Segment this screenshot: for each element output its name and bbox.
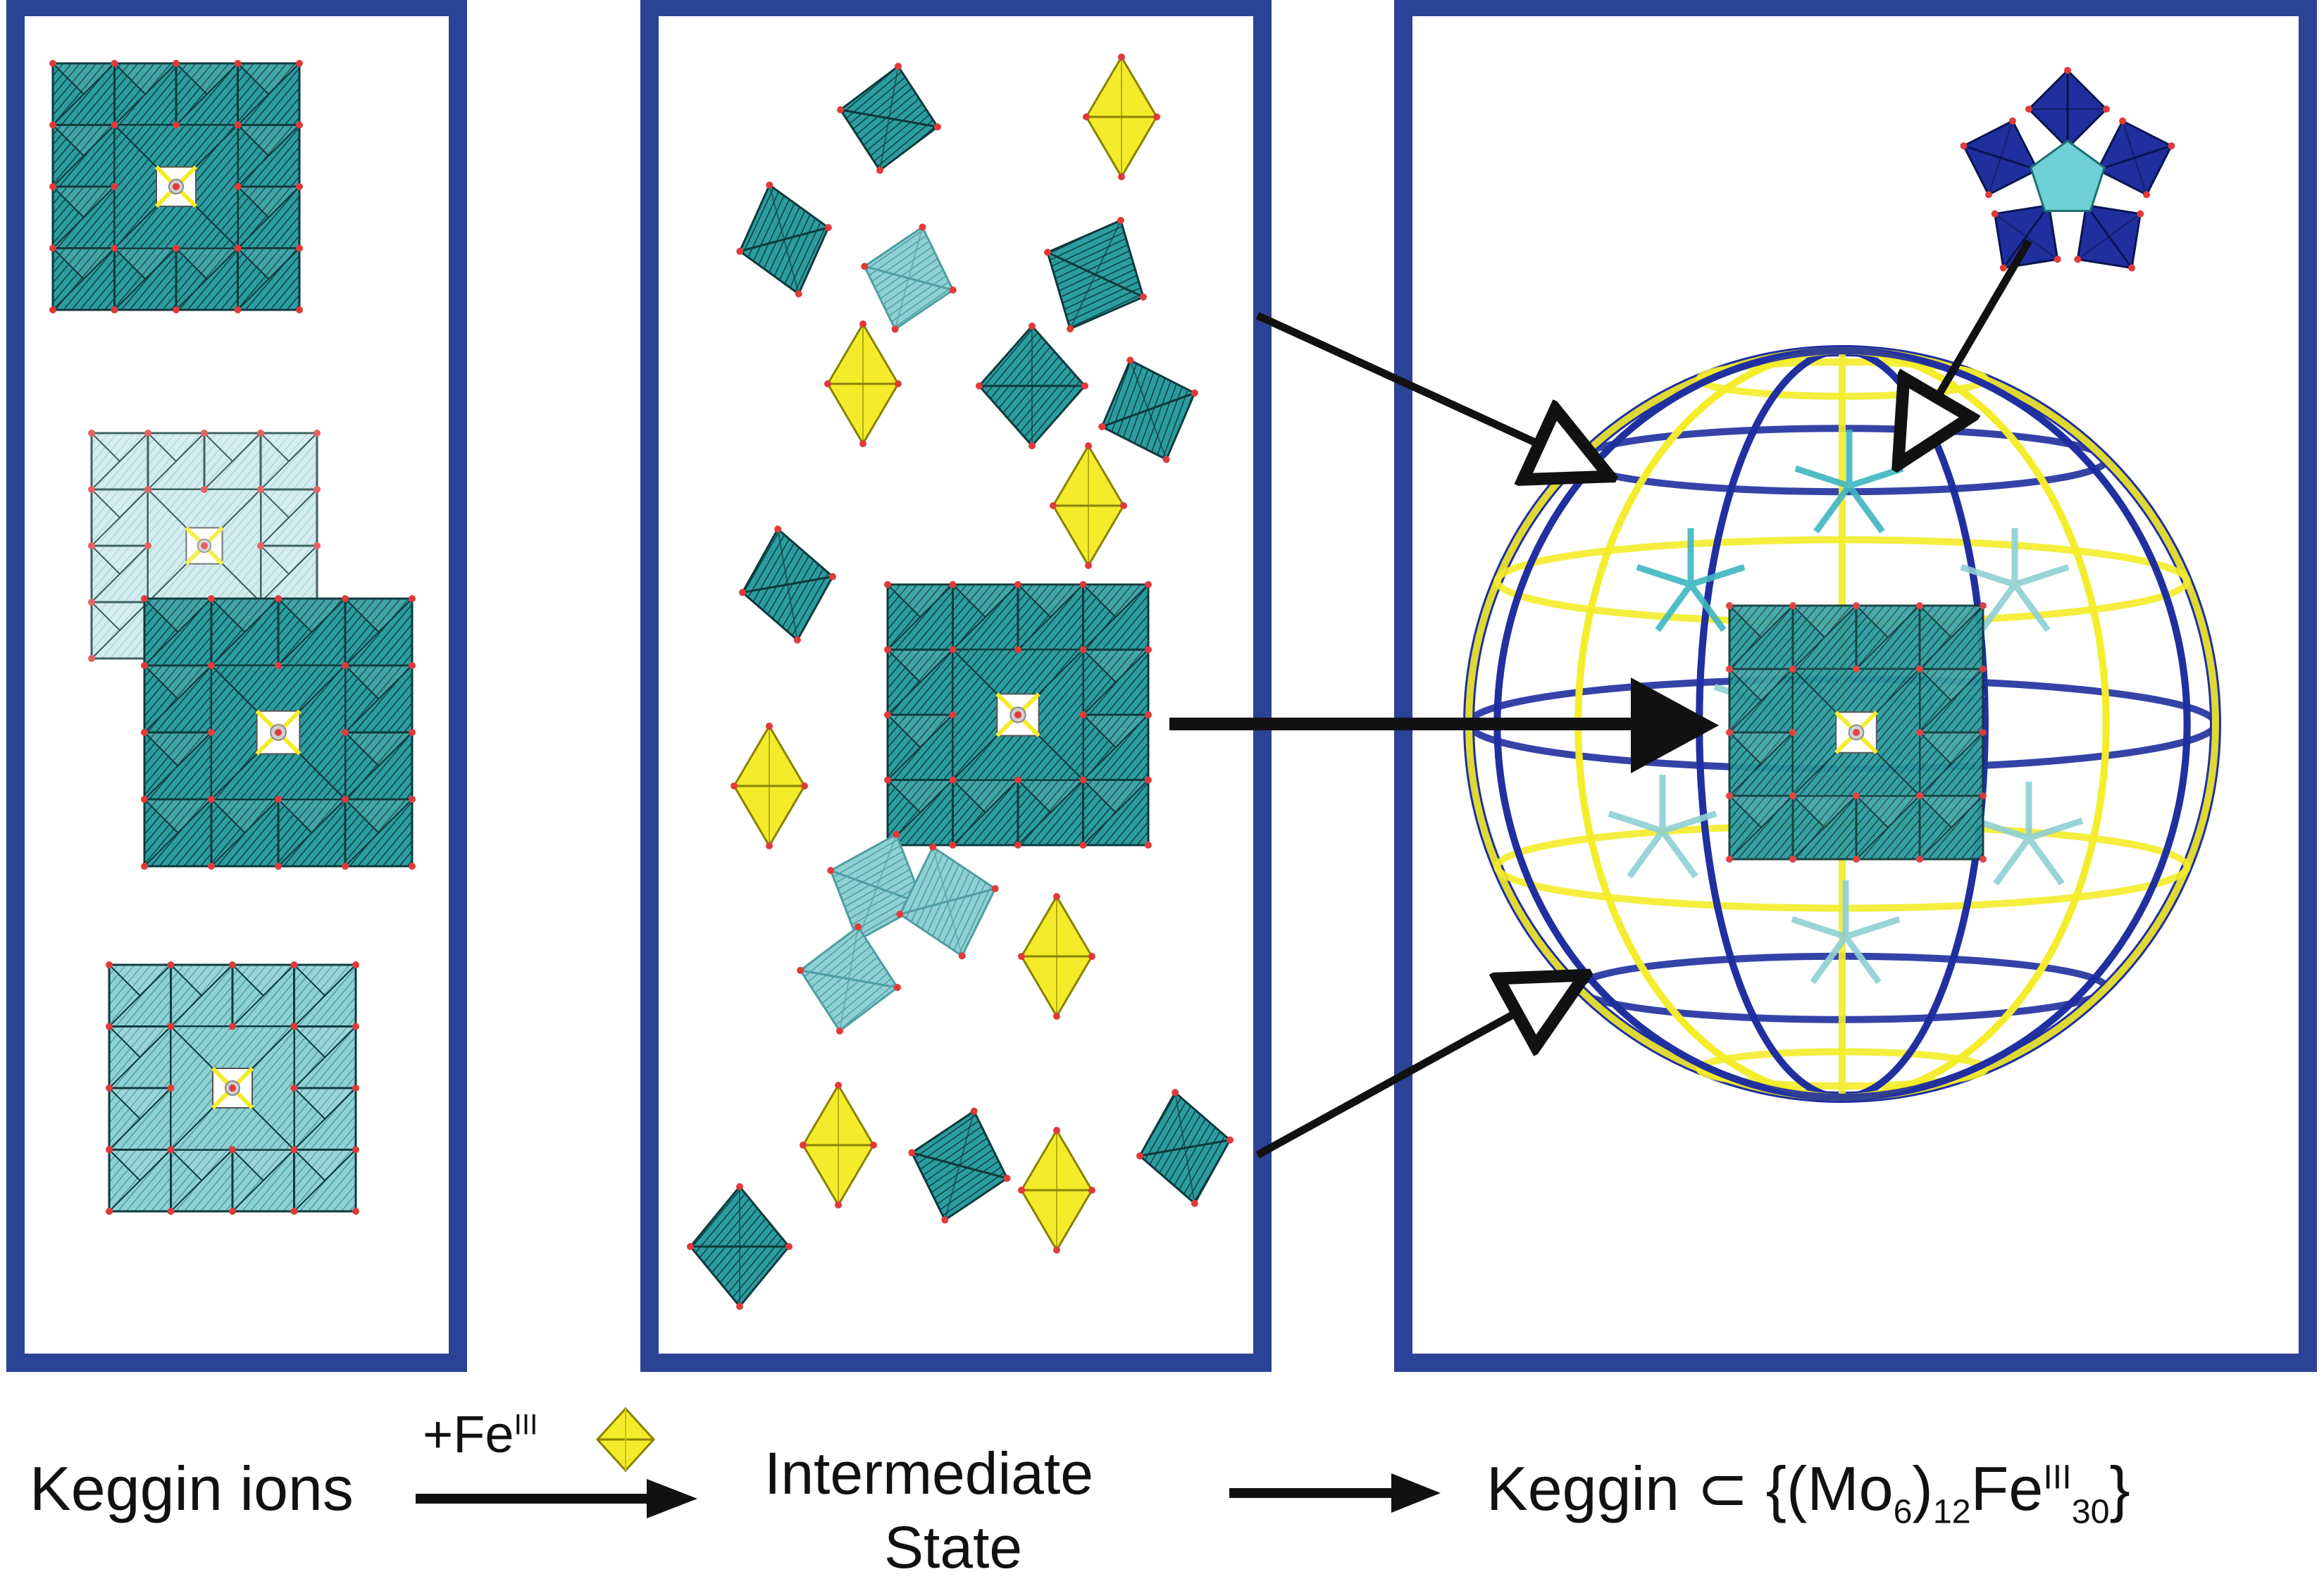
mo6-pentagonal-unit-icon — [1791, 880, 1901, 985]
keggin-polyhedron-icon — [1726, 602, 1987, 863]
panel-middle-frame — [640, 0, 1272, 1372]
panel-right-frame — [1394, 0, 2317, 1372]
mo6-pentagonal-unit-icon — [1636, 528, 1746, 632]
octahedron-icon — [908, 1107, 1011, 1224]
arrow-icon — [1902, 239, 2032, 458]
panel-left-frame — [6, 0, 467, 1372]
fe-octahedron-icon — [1018, 1127, 1095, 1254]
arrow-icon — [1631, 678, 1719, 773]
keggin-ions-label: Keggin ions — [30, 1454, 354, 1523]
mo6-pentagonal-unit-icon — [1960, 528, 2070, 632]
octahedron-icon — [797, 923, 901, 1035]
product-sub-mo: 6 — [1893, 1492, 1913, 1531]
fe-octahedron-icon — [595, 1406, 656, 1473]
product-sub-12: 12 — [1932, 1492, 1971, 1531]
keggin-polyhedron-icon — [49, 60, 303, 313]
intermediate-fragments-group — [687, 54, 1234, 1310]
arrow-icon — [647, 1479, 697, 1518]
octahedron-icon — [1136, 1089, 1234, 1207]
intermediate-label-line2: State — [884, 1514, 1023, 1580]
product-mid: ) — [1912, 1454, 1933, 1523]
mo6-pentagonal-unit-icon — [1960, 67, 2175, 272]
arrow-icon — [1255, 311, 1603, 473]
octahedron-icon — [687, 1183, 793, 1310]
keggin-polyhedron-icon — [106, 961, 359, 1215]
arrows-group — [416, 239, 2032, 1518]
octahedron-icon — [2074, 201, 2144, 272]
arrow-icon — [1255, 979, 1578, 1159]
product-sup-iii: III — [2043, 1458, 2072, 1497]
keggin-polyhedron-icon — [884, 581, 1152, 849]
octahedron-icon — [896, 843, 999, 960]
product-formula-label: Keggin ⊂ {(Mo6)12FeIII30} — [1486, 1458, 2130, 1529]
octahedron-icon — [2094, 117, 2175, 199]
octahedron-icon — [736, 181, 832, 298]
octahedron-icon — [861, 223, 957, 333]
intermediate-label-line1: Intermediate — [764, 1440, 1093, 1506]
octahedron-icon — [1991, 201, 2061, 272]
octahedron-icon — [1044, 216, 1147, 333]
keggin-ions-group — [49, 60, 416, 1215]
mo6-pentagonal-unit-icon — [1794, 430, 1904, 534]
octahedron-icon — [2025, 67, 2110, 151]
mo6-pentagonal-unit-icon — [1608, 775, 1717, 879]
octahedron-icon — [1960, 117, 2042, 199]
fe-octahedron-icon — [1018, 893, 1095, 1020]
octahedron-icon — [1098, 356, 1198, 463]
arrow-icon — [1391, 1473, 1441, 1513]
fe-octahedron-icon — [800, 1082, 877, 1209]
product-prefix: Keggin ⊂ {(Mo — [1486, 1454, 1894, 1523]
cage-group — [1463, 67, 2221, 1103]
fe-octahedron-icon — [1050, 442, 1127, 569]
product-close: } — [2109, 1454, 2130, 1523]
octahedron-icon — [738, 525, 837, 644]
plus-fe-text: +Fe — [423, 1405, 514, 1463]
product-fe: Fe — [1970, 1454, 2044, 1523]
mo6-pentagonal-unit-icon — [1974, 782, 2084, 886]
keggin-polyhedron-icon — [141, 595, 416, 870]
plus-fe-sup: III — [514, 1408, 538, 1441]
octahedron-icon — [976, 323, 1088, 449]
fe-octahedron-icon — [824, 320, 902, 447]
fe-octahedron-icon — [1083, 54, 1160, 180]
fe-octahedron-icon — [731, 723, 808, 849]
product-sub-30: 30 — [2071, 1492, 2110, 1531]
octahedron-icon — [837, 63, 941, 174]
plus-fe-label: +FeIII — [423, 1409, 538, 1461]
